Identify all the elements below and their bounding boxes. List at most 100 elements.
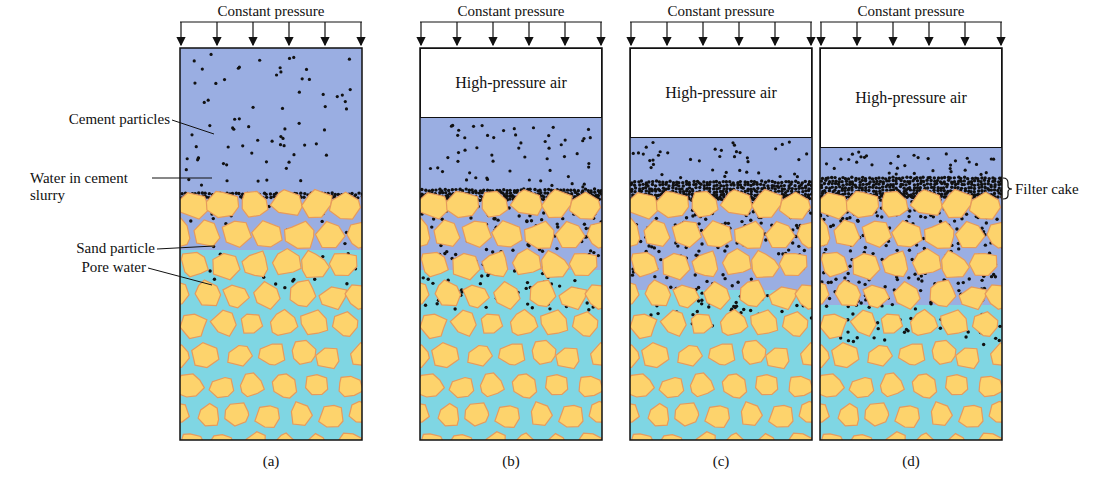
cement-particle: [699, 183, 702, 186]
cement-particle: [694, 273, 697, 276]
sand-particle: [420, 218, 430, 248]
cement-particle: [942, 186, 945, 189]
sand-particle: [180, 374, 204, 397]
cement-particle: [896, 167, 899, 170]
cement-particle: [654, 189, 657, 192]
cement-particle: [789, 183, 792, 186]
sand-particle: [198, 404, 219, 426]
sand-particle: [513, 249, 542, 275]
cement-particle: [457, 151, 460, 154]
cement-particle: [833, 167, 836, 170]
cement-particle: [583, 223, 586, 226]
cement-particle: [793, 172, 796, 175]
cement-particle: [213, 278, 216, 281]
cement-particle: [825, 186, 828, 189]
cement-particle: [702, 180, 705, 183]
sand-particle: [766, 222, 796, 248]
cement-particle: [223, 78, 226, 81]
cement-particle: [764, 238, 767, 241]
sand-particle: [630, 314, 657, 338]
cement-particle: [486, 274, 489, 277]
cement-particle: [945, 192, 948, 195]
pressure-arrow: [666, 22, 667, 45]
cement-particle: [755, 190, 758, 193]
sand-particle: [673, 285, 699, 308]
sand-particle: [480, 373, 504, 397]
cement-particle: [947, 179, 950, 182]
cement-particle: [881, 188, 884, 191]
cement-particle: [481, 191, 484, 194]
sand-particle: [243, 432, 266, 440]
cement-particle: [993, 179, 996, 182]
sand-particle: [569, 254, 597, 276]
sand-particle: [492, 221, 522, 247]
cement-particle: [927, 157, 930, 160]
sand-particle: [316, 222, 346, 248]
cement-particle: [742, 308, 745, 311]
cement-particle: [926, 186, 929, 189]
cement-particle: [795, 304, 798, 307]
cement-particle: [834, 182, 837, 185]
cement-particle: [966, 177, 969, 180]
cement-particle: [727, 222, 730, 225]
sand-particle: [349, 401, 362, 422]
cement-particle: [434, 188, 437, 191]
cement-particle: [700, 242, 703, 245]
cement-particle: [725, 171, 728, 174]
cement-particle: [921, 176, 924, 179]
cement-particle: [587, 165, 590, 168]
cement-particle: [469, 216, 472, 219]
cement-particle: [349, 88, 352, 91]
cement-particle: [502, 129, 505, 132]
sand-particle: [769, 287, 797, 310]
sand-particle: [194, 220, 220, 247]
cement-particle: [185, 168, 188, 171]
cement-particle: [963, 183, 966, 186]
cement-particle: [656, 194, 659, 197]
pressure-arrow: [216, 22, 217, 45]
column-3: [820, 148, 1002, 440]
cement-particle: [954, 159, 957, 162]
column-outline: [630, 48, 812, 440]
cement-particle: [479, 282, 482, 285]
cement-particle: [923, 184, 926, 187]
cement-particle: [302, 196, 305, 199]
pore-water: [820, 305, 1002, 440]
cement-particle: [968, 160, 971, 163]
cement-particle: [793, 184, 796, 187]
cement-particle: [916, 179, 919, 182]
sand-particle: [495, 406, 520, 428]
cement-particle: [697, 249, 700, 252]
cement-particle: [800, 183, 803, 186]
cement-particle: [745, 171, 748, 174]
cement-particle: [207, 99, 210, 102]
sand-particle: [468, 346, 493, 367]
cement-particle: [708, 183, 711, 186]
pressure-arrow: [702, 22, 703, 45]
cement-particle: [556, 225, 559, 228]
cement-particle: [491, 160, 494, 163]
cement-particle: [195, 145, 198, 148]
cement-particle: [523, 155, 526, 158]
cement-particle: [325, 154, 328, 157]
cement-particle: [492, 217, 495, 220]
cement-particle: [831, 182, 834, 185]
cement-particle: [225, 179, 228, 182]
cement-particle: [357, 191, 360, 194]
cement-particle: [990, 188, 993, 191]
cement-particle: [850, 176, 853, 179]
cement-particle: [903, 180, 906, 183]
sand-particle: [704, 282, 730, 310]
cement-particle: [697, 222, 700, 225]
sand-particle: [663, 254, 690, 280]
cement-particle: [541, 194, 544, 197]
cement-particle: [892, 185, 895, 188]
cement-particle: [279, 66, 282, 69]
cement-particle: [970, 186, 973, 189]
sand-particle: [556, 348, 579, 369]
sand-particle: [766, 348, 789, 369]
cement-particle: [700, 299, 703, 302]
sand-particle: [290, 280, 316, 307]
cement-particle: [929, 179, 932, 182]
sand-particle: [723, 433, 745, 440]
